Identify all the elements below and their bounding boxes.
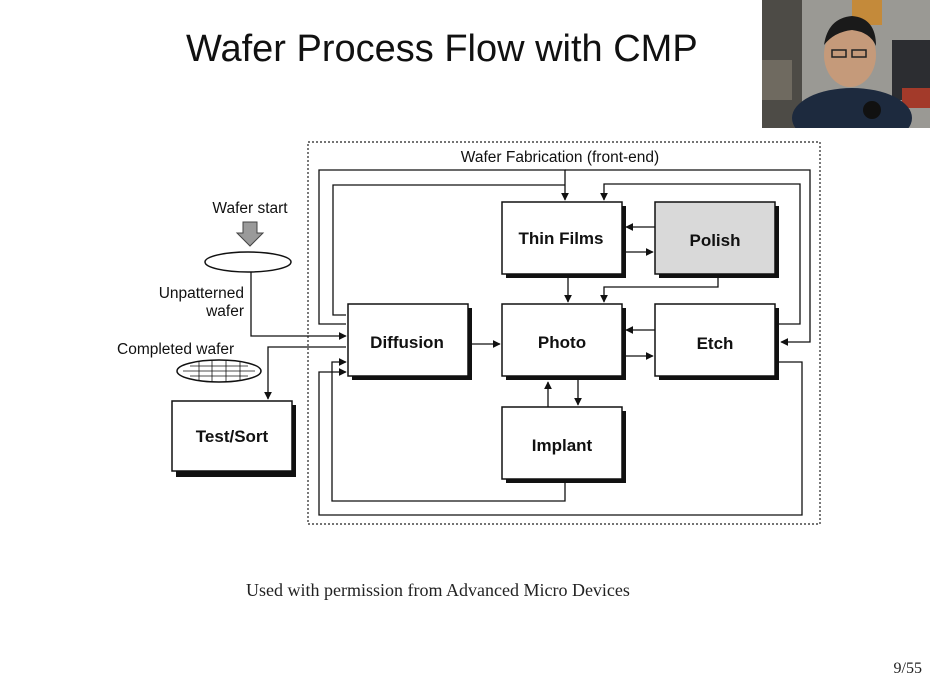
etch-label: Etch: [697, 334, 734, 353]
diffusion-node: Diffusion: [347, 303, 472, 380]
polish-node: Polish: [654, 201, 779, 278]
page-number: 9/55: [893, 660, 922, 677]
unpatterned-to-diffusion-arrow: [250, 272, 347, 340]
slide-title: Wafer Process Flow with CMP: [186, 28, 698, 70]
presenter-webcam: [762, 0, 930, 128]
unpatterned-label-line2: wafer: [205, 303, 244, 320]
polish-label: Polish: [689, 231, 740, 250]
front-end-region-label: Wafer Fabrication (front-end): [461, 149, 659, 166]
front-end-region-border: [307, 141, 821, 525]
etch-to-diffusion-loop: [318, 361, 803, 516]
diffusion-to-test-sort-arrow: [264, 346, 346, 400]
diffusion-to-thin-films-loop: [318, 169, 569, 325]
photo-label: Photo: [538, 333, 586, 352]
presenter-video: [762, 0, 930, 128]
etch-node: Etch: [654, 303, 779, 380]
polish-to-photo-arrow: [600, 278, 719, 303]
loop-to-thin-films-inner: [332, 184, 565, 316]
loop-into-etch: [565, 169, 811, 346]
diffusion-label: Diffusion: [370, 333, 444, 352]
wafer-start-arrow: [235, 221, 265, 247]
implant-to-diffusion-loop: [331, 358, 566, 502]
etch-to-thin-films-loop: [600, 183, 801, 325]
implant-node: Implant: [501, 406, 626, 483]
test-sort-label: Test/Sort: [196, 427, 269, 446]
unpatterned-label-line1: Unpatterned: [159, 285, 244, 302]
completed-wafer-label: Completed wafer: [117, 341, 234, 358]
thin-films-node: Thin Films: [501, 201, 626, 278]
implant-label: Implant: [532, 436, 593, 455]
test-sort-node: Test/Sort: [171, 400, 296, 477]
unpatterned-wafer-icon: [204, 251, 292, 273]
photo-node: Photo: [501, 303, 626, 380]
completed-wafer-icon: [176, 359, 262, 383]
slide-caption: Used with permission from Advanced Micro…: [246, 580, 630, 600]
thin-films-label: Thin Films: [519, 229, 604, 248]
wafer-start-label: Wafer start: [212, 200, 288, 217]
